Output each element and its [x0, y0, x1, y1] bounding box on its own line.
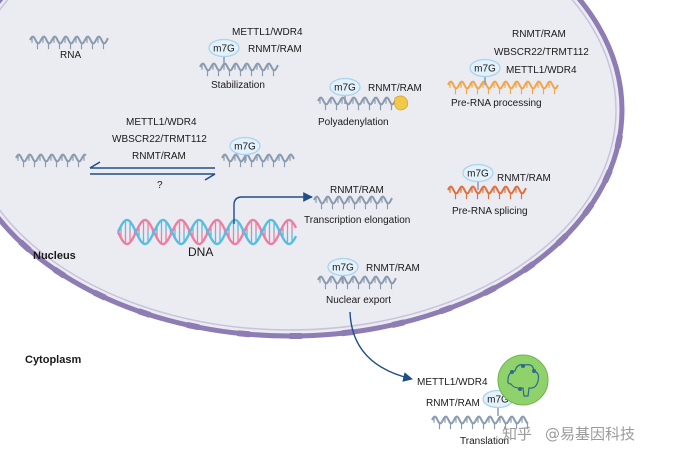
export-arrow: [349, 311, 413, 382]
polyadenylation-rnmt-label: RNMT/RAM: [368, 83, 422, 94]
nuclear-pore: [52, 267, 67, 279]
rna-strand-translation: [431, 415, 529, 430]
reversible-rnmt-label: RNMT/RAM: [132, 151, 186, 162]
nuclear-pore: [18, 239, 32, 253]
nuclear-pore: [438, 304, 453, 315]
svg-text:m7G: m7G: [334, 83, 356, 94]
translation-mettl1-label: METTL1/WDR4: [417, 377, 488, 388]
export-rnmt-label: RNMT/RAM: [366, 263, 420, 274]
stabilization-mettl1-label: METTL1/WDR4: [232, 27, 303, 38]
rna-strand-export: [317, 275, 397, 290]
ribosome-icon: [497, 354, 549, 406]
m7g-cap-polyadenylation: m7G: [329, 77, 361, 104]
nuclear-pore: [555, 233, 569, 246]
translation-label: Translation: [460, 436, 510, 447]
pre-rna-processing-label: Pre-RNA processing: [451, 98, 542, 109]
svg-text:m7G: m7G: [467, 169, 489, 180]
nuclear-pore: [137, 308, 152, 318]
splicing-rnmt-label: RNMT/RAM: [497, 173, 551, 184]
rna-strand-stabilization: [199, 62, 279, 77]
nuclear-pore: [340, 329, 355, 337]
m7g-cap-splicing: m7G: [462, 163, 494, 190]
rna-strand-methylated: [221, 153, 295, 168]
rna-strand-polyadenylation: [317, 96, 397, 111]
watermark-site: 知乎: [502, 425, 533, 443]
nucleus-label: Nucleus: [33, 250, 76, 262]
cytoplasm-label: Cytoplasm: [25, 354, 82, 366]
m7g-cap-processing: m7G: [469, 58, 501, 85]
reversible-arrows: [89, 161, 216, 181]
m7g-cap-stabilization: m7G: [208, 38, 240, 65]
transcription-arrow: [233, 192, 313, 224]
nuclear-pore: [391, 319, 406, 328]
watermark-account: @易基因科技: [545, 425, 636, 443]
nuclear-pore: [602, 169, 613, 184]
rna-strand-pre-splicing: [447, 185, 527, 200]
reversible-wbscr22-label: WBSCR22/TRMT112: [112, 134, 207, 145]
transcription-elongation-label: Transcription elongation: [304, 215, 411, 226]
elongation-rnmt-label: RNMT/RAM: [330, 185, 384, 196]
nuclear-pore: [236, 330, 251, 338]
nuclear-pore: [185, 322, 200, 331]
nuclear-pore: [582, 202, 595, 216]
nuclear-pore: [482, 285, 497, 296]
polyadenylation-label: Polyadenylation: [318, 117, 389, 128]
svg-text:m7G: m7G: [234, 142, 256, 153]
translation-rnmt-label: RNMT/RAM: [426, 398, 480, 409]
svg-text:m7G: m7G: [332, 263, 354, 274]
svg-text:m7G: m7G: [213, 44, 235, 55]
processing-mettl1-label: METTL1/WDR4: [506, 65, 577, 76]
rna-strand-free: [29, 35, 109, 50]
polya-tail-icon: [394, 95, 409, 111]
stabilization-label: Stabilization: [211, 80, 265, 91]
m7g-cap-methylated: m7G: [229, 136, 261, 163]
reversible-mettl1-label: METTL1/WDR4: [126, 117, 197, 128]
m7g-cap-export: m7G: [327, 257, 359, 284]
rna-label: RNA: [60, 50, 82, 61]
processing-rnmt-label: RNMT/RAM: [512, 29, 566, 40]
nuclear-pore: [614, 134, 623, 149]
svg-text:m7G: m7G: [487, 395, 509, 406]
nuclear-pore: [288, 332, 303, 340]
rna-strand-pre-processing: [447, 80, 559, 95]
dna-label: DNA: [188, 245, 214, 259]
rna-strand-unmethylated: [15, 153, 87, 168]
nuclear-pores: [18, 134, 623, 340]
nuclear-pore: [92, 290, 107, 301]
processing-wbscr22-label: WBSCR22/TRMT112: [494, 47, 589, 58]
stabilization-rnmt-label: RNMT/RAM: [248, 44, 302, 55]
dna-helix: [116, 218, 298, 246]
pre-rna-splicing-label: Pre-RNA splicing: [452, 206, 528, 217]
svg-text:m7G: m7G: [474, 64, 496, 75]
nuclear-export-label: Nuclear export: [326, 295, 392, 306]
nuclear-pore: [522, 261, 536, 273]
unknown-demethylase-label: ?: [157, 180, 163, 191]
rna-strand-elongation: [313, 195, 393, 210]
rna-strands: [15, 35, 559, 430]
